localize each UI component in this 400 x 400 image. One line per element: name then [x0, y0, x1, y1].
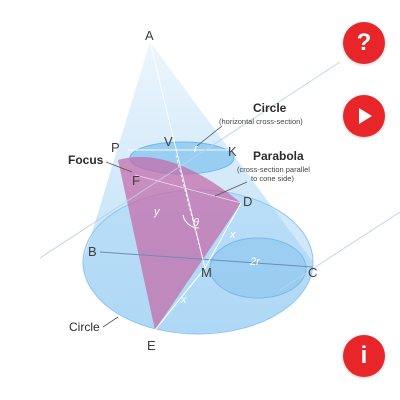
- plane-line-left: [39, 61, 341, 259]
- measure-x-right: x: [229, 229, 236, 241]
- help-button[interactable]: ?: [343, 22, 385, 64]
- line-fd: [134, 174, 242, 204]
- measure-x-bottom: x: [180, 294, 187, 306]
- parabola-leader: [214, 181, 248, 197]
- point-d: D: [243, 194, 252, 209]
- question-icon: ?: [356, 29, 372, 56]
- axis-line: [149, 41, 206, 269]
- measure-2r: 2r: [249, 256, 261, 268]
- point-c: C: [308, 265, 317, 280]
- point-p: P: [111, 140, 120, 155]
- focus-label: Focus: [68, 153, 104, 167]
- line-md: [204, 202, 242, 269]
- focus-leader: [105, 161, 133, 173]
- theta-arc: [182, 214, 200, 229]
- play-button[interactable]: [343, 95, 385, 137]
- parabola-label: Parabola: [253, 149, 304, 163]
- parabola-sublabel-1: (cross-section parallel: [237, 165, 310, 174]
- parabola-sublabel-2: to cone side): [251, 174, 294, 183]
- play-icon: [359, 108, 372, 124]
- plane-line-right: [279, 211, 400, 291]
- parabola-section: [118, 156, 241, 330]
- point-e: E: [147, 338, 156, 353]
- measure-r-top: r: [194, 143, 199, 155]
- measure-theta: θ: [193, 217, 199, 229]
- circle-bottom-leader: [102, 316, 119, 328]
- point-a: A: [145, 28, 154, 43]
- circle-top-label: Circle: [253, 101, 287, 115]
- point-f: F: [132, 173, 140, 188]
- point-b: B: [88, 244, 97, 259]
- measure-y: y: [153, 206, 161, 218]
- line-vm: [175, 154, 206, 269]
- base-inner-ellipse: [209, 237, 307, 299]
- circle-bottom-label: Circle: [69, 320, 100, 334]
- line-me: [154, 267, 206, 331]
- circle-top-sublabel: (horizontal cross-section): [219, 117, 303, 126]
- circle-top-leader: [196, 125, 223, 147]
- point-m: M: [201, 265, 212, 280]
- point-k: K: [228, 144, 237, 159]
- info-button[interactable]: i: [343, 335, 385, 377]
- diameter-bc: [99, 251, 314, 268]
- info-icon: i: [360, 342, 368, 369]
- point-v: V: [164, 134, 173, 149]
